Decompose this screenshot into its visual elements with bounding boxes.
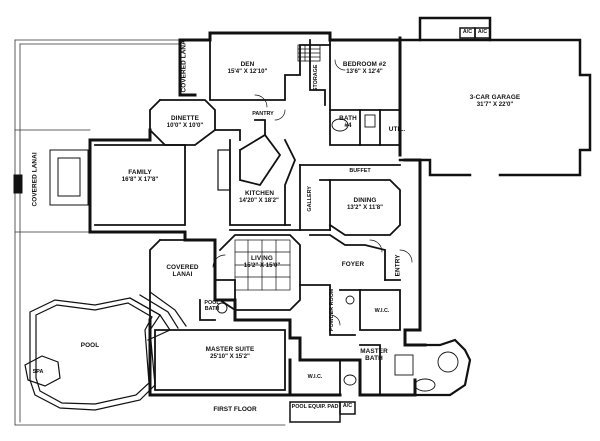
room-dim-master-suite: 25'10" X 15'2" [210,353,250,360]
room-dim-kitchen: 14'20" X 18'2" [239,197,279,204]
room-dim-den: 15'4" X 12'10" [227,68,268,75]
room-label-master-suite: MASTER SUITE [205,346,255,353]
ac-label-garage-1: A/C [462,29,473,35]
exterior-walls [88,31,427,397]
room-label-bedroom-2: BEDROOM #2 [342,61,387,68]
room-label-powder-room: POWDER ROOM [329,288,336,332]
room-label-storage: STORAGE [313,64,320,92]
room-label-master-bath: MASTER BATH [360,348,388,362]
room-label-dining: DINING [353,197,377,204]
kitchen-island [217,149,231,191]
room-label-foyer: FOYER [341,261,365,268]
room-label-covered-lanai-top: COVERED LANAI [180,38,188,93]
room-dim-family: 16'8" X 17'8" [121,176,159,183]
room-dim-living: 15'2" X 15'0" [243,262,281,269]
room-label-living: LIVING [251,255,273,262]
bath-fixtures [216,114,459,392]
room-label-wic-2: W.I.C. [307,374,323,380]
stairs [297,44,321,62]
room-label-den: DEN [240,61,255,68]
master-bath-bay [413,338,472,397]
room-label-pool-bath: POOL BATH [204,300,220,312]
room-label-pool-equip: POOL EQUIP. PAD [291,404,339,410]
room-label-covered-lanai-mid: COVERED LANAI [166,264,199,278]
living-floor-grid [234,239,291,291]
room-dim-dining: 13'2" X 11'8" [346,204,384,211]
room-label-spa: SPA [32,369,44,375]
pool-outline [24,291,187,411]
room-label-wic-1: W.I.C. [374,308,390,314]
room-label-entry: ENTRY [394,254,402,277]
room-label-kitchen: KITCHEN [244,190,275,197]
ac-label-garage-2: A/C [477,29,488,35]
room-label-gallery: GALLERY [307,186,314,212]
lanai-fireplace [13,149,89,206]
site-boundary-lines [14,39,286,426]
room-label-pool: POOL [80,342,100,349]
room-dim-bedroom-2: 13'6" X 12'4" [346,68,383,75]
pool-equip-pad [289,27,491,423]
room-dim-garage: 31'7" X 22'0" [476,101,514,108]
door-swings [212,59,413,326]
room-label-dinette: DINETTE [170,115,200,122]
room-label-util: UTIL. [388,126,406,133]
room-label-pantry: PANTRY [252,111,274,117]
ac-label-pad: A/C [342,403,353,409]
room-dim-dinette: 10'0" X 10'0" [166,122,204,129]
interior-walls [94,39,401,396]
room-sub-bath-4: #4 [344,122,352,129]
room-label-bath-4: BATH [339,115,357,122]
room-label-buffet: BUFFET [349,168,371,174]
floor-title: FIRST FLOOR [213,406,257,413]
room-label-family: FAMILY [128,169,152,176]
room-label-covered-lanai-left: COVERED LANAI [31,152,39,207]
room-label-garage: 3-CAR GARAGE [469,94,521,101]
